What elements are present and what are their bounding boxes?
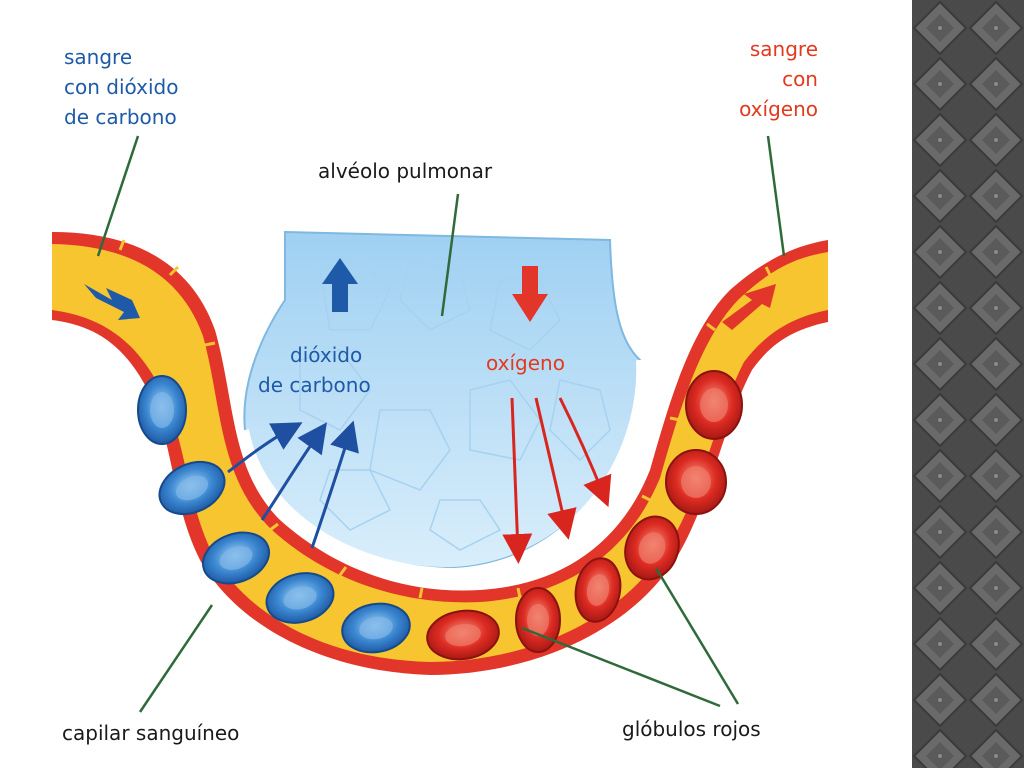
- label-red-cells: glóbulos rojos: [622, 717, 761, 741]
- label-o2-blood-line: con: [782, 67, 818, 91]
- red-cells: [426, 370, 743, 661]
- label-co2-blood-line: sangre: [64, 45, 132, 69]
- label-co2-blood: sangre con dióxido de carbono: [64, 45, 178, 129]
- label-alveolus: alvéolo pulmonar: [318, 159, 493, 183]
- o2-diffusion-arrows: [502, 397, 612, 564]
- co2-diffusion-arrows: [227, 420, 359, 549]
- label-o2-gas: oxígeno: [486, 351, 565, 375]
- red-cell: [574, 557, 622, 623]
- label-o2-blood: sangre con oxígeno: [739, 37, 818, 121]
- label-co2-gas-line: dióxido: [290, 343, 362, 367]
- red-cell: [624, 515, 680, 581]
- o2-down-arrow-icon: [512, 266, 548, 322]
- label-co2-blood-line: con dióxido: [64, 75, 178, 99]
- label-co2-gas: dióxido de carbono: [258, 343, 371, 397]
- blue-cell: [137, 375, 187, 445]
- label-co2-gas-line: de carbono: [258, 373, 371, 397]
- alveolus: [241, 230, 645, 577]
- co2-up-arrow-icon: [322, 258, 358, 312]
- label-o2-blood-line: sangre: [750, 37, 818, 61]
- alveolus-wall: [241, 359, 645, 577]
- red-cell: [685, 370, 743, 440]
- blue-cell: [202, 531, 270, 585]
- label-co2-blood-line: de carbono: [64, 105, 177, 129]
- gas-exchange-diagram: sangre con dióxido de carbono sangre con…: [52, 37, 828, 745]
- flow-out-arrow-icon: [722, 284, 776, 330]
- red-cell: [665, 449, 727, 515]
- blue-cell: [265, 572, 335, 624]
- blue-cells: [137, 375, 411, 654]
- label-o2-blood-line: oxígeno: [739, 97, 818, 121]
- label-capillary: capilar sanguíneo: [62, 721, 239, 745]
- alveolus-texture: [299, 259, 611, 551]
- pointer-lines: [96, 135, 786, 713]
- red-cell: [515, 587, 561, 653]
- flow-in-arrow-icon: [84, 284, 140, 320]
- slide-side-panel: [912, 0, 1024, 768]
- blue-cell: [341, 602, 411, 654]
- red-cell: [426, 609, 500, 661]
- blue-cell: [158, 460, 226, 516]
- side-panel-pattern: [912, 0, 1024, 768]
